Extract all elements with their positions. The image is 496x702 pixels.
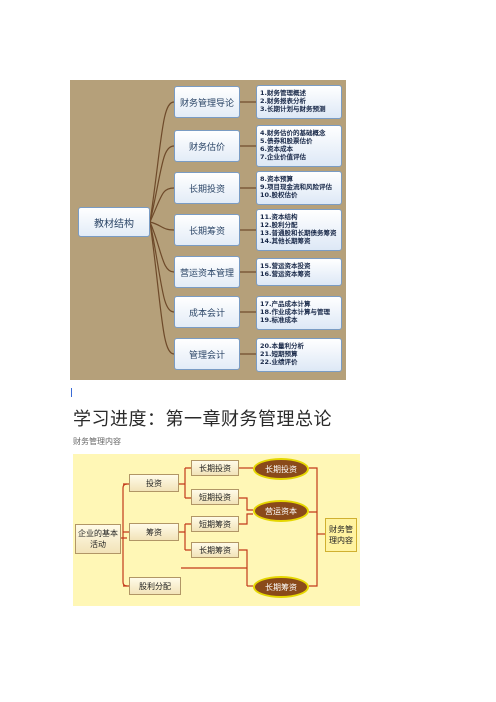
connector-root-b7	[149, 221, 175, 355]
textbook-structure-diagram: 教材结构 财务管理导论 1.财务管理概述 2.财务报表分析 3.长期计划与财务预…	[70, 80, 346, 380]
branch-node-intro: 财务管理导论	[174, 86, 240, 118]
root-node-basic-activities: 企业的基本活动	[75, 524, 121, 554]
oval-long-term-financing: 长期筹资	[253, 576, 309, 598]
line-st-financing-oval	[239, 513, 253, 525]
text-cursor	[71, 388, 72, 397]
list-item: 10.股权估价	[260, 191, 298, 199]
list-item: 11.资本结构	[260, 213, 298, 221]
branch-list-long-term-financing: 11.资本结构 12.股利分配 13.普通股和长期债务筹资 14.其他长期筹资	[256, 209, 342, 251]
connector-root-b6	[149, 221, 175, 313]
list-item: 21.短期预算	[260, 350, 298, 358]
brace-root	[121, 483, 128, 587]
connector-root-b4	[149, 221, 175, 231]
line-st-investment-oval	[239, 497, 253, 511]
list-item: 16.营运资本筹资	[260, 270, 311, 278]
list-item: 6.资本成本	[260, 145, 293, 153]
branch-node-valuation: 财务估价	[174, 130, 240, 162]
brace-investment	[179, 467, 191, 499]
list-item: 22.业绩评价	[260, 358, 298, 366]
connector-root-b1	[149, 101, 175, 223]
list-item: 14.其他长期筹资	[260, 237, 311, 245]
list-item: 1.财务管理概述	[260, 89, 306, 97]
branch-node-long-term-investment: 长期投资	[174, 172, 240, 204]
list-item: 20.本量利分析	[260, 342, 305, 350]
sub-short-term-investment: 短期投资	[191, 489, 239, 505]
branch-list-management-accounting: 20.本量利分析 21.短期预算 22.业绩评价	[256, 338, 342, 372]
branch-list-working-capital: 15.营运资本投资 16.营运资本筹资	[256, 258, 342, 286]
list-item: 17.产品成本计算	[260, 300, 311, 308]
branch-list-long-term-investment: 8.资本预算 9.项目现金流和风险评估 10.股权估价	[256, 171, 342, 205]
financial-management-content-diagram: 企业的基本活动 投资 筹资 股利分配 长期投资 短期投资 短期筹资 长期筹资 长…	[73, 454, 360, 606]
sub-long-term-financing: 长期筹资	[191, 542, 239, 558]
section-subtitle: 财务管理内容	[73, 437, 121, 446]
connector-root-b5	[149, 221, 175, 273]
branch-list-intro: 1.财务管理概述 2.财务报表分析 3.长期计划与财务预测	[256, 85, 342, 119]
activity-dividend: 股利分配	[129, 577, 181, 595]
branch-node-long-term-financing: 长期筹资	[174, 214, 240, 246]
list-item: 5.债券和股票估价	[260, 137, 313, 145]
list-item: 12.股利分配	[260, 221, 298, 229]
branch-list-cost-accounting: 17.产品成本计算 18.作业成本计算与管理 19.标准成本	[256, 296, 342, 330]
list-item: 9.项目现金流和风险评估	[260, 183, 332, 191]
branch-node-cost-accounting: 成本会计	[174, 296, 240, 328]
list-item: 13.普通股和长期债务筹资	[260, 229, 337, 237]
sub-short-term-financing: 短期筹资	[191, 516, 239, 532]
diagram1-connectors	[149, 101, 256, 355]
brace-financing	[179, 523, 191, 551]
list-item: 4.财务估价的基础概念	[260, 129, 326, 137]
activity-financing: 筹资	[129, 523, 179, 541]
line-lt-financing-down	[239, 549, 248, 586]
sub-long-term-investment: 长期投资	[191, 460, 239, 476]
activity-investment: 投资	[129, 474, 179, 492]
connector-root-b2	[149, 145, 175, 223]
oval-long-term-investment: 长期投资	[253, 458, 309, 480]
list-item: 2.财务报表分析	[260, 97, 306, 105]
list-item: 15.营运资本投资	[260, 262, 311, 270]
oval-working-capital: 营运资本	[253, 500, 309, 522]
page-title: 学习进度：第一章财务管理总论	[73, 409, 332, 430]
connector-root-b3	[149, 187, 175, 223]
branch-list-valuation: 4.财务估价的基础概念 5.债券和股票估价 6.资本成本 7.企业价值评估	[256, 125, 342, 167]
list-item: 19.标准成本	[260, 316, 298, 324]
brace-result	[309, 467, 318, 587]
list-item: 3.长期计划与财务预测	[260, 105, 326, 113]
branch-node-management-accounting: 管理会计	[174, 338, 240, 370]
list-item: 18.作业成本计算与管理	[260, 308, 331, 316]
root-node: 教材结构	[78, 207, 150, 237]
list-item: 8.资本预算	[260, 175, 293, 183]
brace-root-ticks	[123, 483, 129, 587]
diagram2-connectors	[121, 467, 325, 587]
branch-node-working-capital: 营运资本管理	[174, 256, 240, 288]
list-item: 7.企业价值评估	[260, 153, 306, 161]
result-node: 财务管理内容	[325, 518, 357, 552]
